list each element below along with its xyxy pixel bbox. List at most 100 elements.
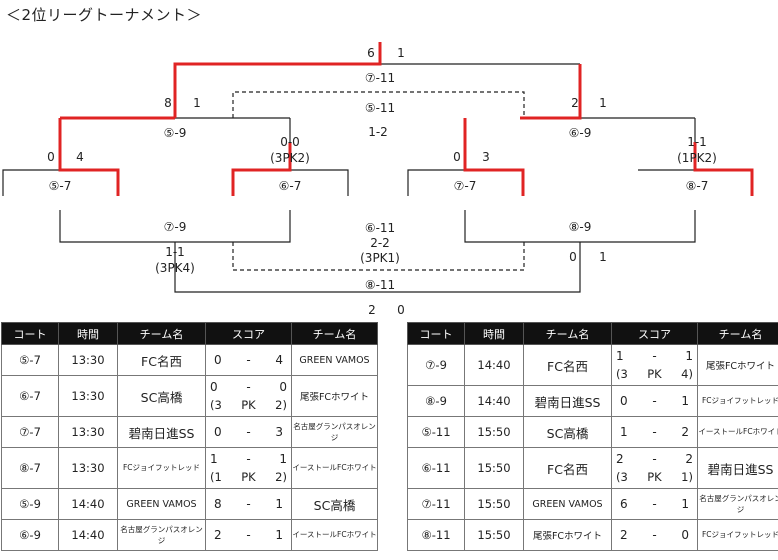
- court-cell: ⑤-7: [1, 344, 59, 376]
- score-home: 0: [214, 425, 222, 439]
- lower-right-score-left: 0: [569, 250, 577, 264]
- header-time: 時間: [464, 322, 524, 345]
- lower-right-score-right: 1: [599, 250, 607, 264]
- match-5-7-label: ⑤-7: [48, 179, 72, 193]
- pk-home-value: 3: [620, 470, 628, 484]
- lower-right-match-label: ⑧-9: [568, 220, 592, 234]
- pk-home: (3: [210, 398, 222, 412]
- score-home: 8: [214, 497, 222, 511]
- pk-home-value: 3: [214, 398, 222, 412]
- match-7-7-label: ⑦-7: [453, 179, 477, 193]
- bottom-score-left: 2: [368, 303, 376, 317]
- team2-cell: FCジョイフットレッド: [697, 519, 778, 551]
- pk-label: PK: [647, 367, 662, 381]
- score-home: 0: [620, 394, 628, 408]
- score-line: 0-4: [206, 353, 291, 367]
- team1-cell: 名古屋グランパスオレンジ: [117, 519, 206, 551]
- pk-label: PK: [241, 398, 256, 412]
- left-q2-pk: (3PK2): [270, 151, 310, 165]
- score-home: 2: [214, 528, 222, 542]
- pk-home: (1: [210, 470, 222, 484]
- header-score: スコア: [611, 322, 698, 345]
- left-q2-score: 0-0: [280, 135, 300, 149]
- time-cell: 15:50: [464, 488, 524, 520]
- court-cell: ⑧-11: [407, 519, 465, 551]
- time-cell: 14:40: [58, 488, 118, 520]
- top-match-label: ⑦-11: [364, 71, 396, 85]
- pk-away: 1): [681, 470, 693, 484]
- score-dash: -: [246, 425, 251, 439]
- right-semi-score-right: 1: [599, 96, 607, 110]
- score-dash: -: [246, 497, 251, 511]
- team2-cell: 尾張FCホワイト: [291, 375, 378, 417]
- score-home: 6: [620, 497, 628, 511]
- pk-away: 4): [681, 367, 693, 381]
- team1-cell: GREEN VAMOS: [117, 488, 206, 520]
- mid-match-upper-label: ⑤-11: [364, 101, 396, 115]
- time-cell: 14:40: [58, 519, 118, 551]
- team2-cell: イーストールFCホワイト: [291, 519, 378, 551]
- bottom-match-label: ⑧-11: [364, 278, 396, 292]
- score-dash: -: [652, 452, 657, 466]
- score-dash: -: [652, 425, 657, 439]
- time-cell: 15:50: [464, 416, 524, 448]
- score-line: 1-1: [612, 349, 697, 363]
- time-cell: 13:30: [58, 416, 118, 448]
- lower-left-match-label: ⑦-9: [163, 220, 187, 234]
- time-cell: 15:50: [464, 447, 524, 489]
- score-away: 0: [681, 528, 689, 542]
- pk-away-value: 2: [275, 398, 283, 412]
- match-8-7-label: ⑧-7: [685, 179, 709, 193]
- left-q1-score-right: 4: [76, 150, 84, 164]
- match-6-7-label: ⑥-7: [278, 179, 302, 193]
- score-cell: 1-2: [611, 416, 698, 448]
- court-cell: ⑧-7: [1, 447, 59, 489]
- score-cell: 0-4: [205, 344, 292, 376]
- team1-cell: GREEN VAMOS: [523, 488, 612, 520]
- score-line: 1-1: [206, 452, 291, 466]
- pk-away-value: 4: [681, 367, 689, 381]
- court-cell: ⑥-7: [1, 375, 59, 417]
- right-semi-score-left: 2: [571, 96, 579, 110]
- right-q1-score-left: 0: [453, 150, 461, 164]
- court-cell: ⑧-9: [407, 385, 465, 417]
- score-away: 2: [681, 425, 689, 439]
- pk-home-value: 3: [620, 367, 628, 381]
- header-team2: チーム名: [291, 322, 378, 345]
- team1-cell: 碧南日進SS: [523, 385, 612, 417]
- pk-away-value: 1: [681, 470, 689, 484]
- pk-label: PK: [647, 470, 662, 484]
- team1-cell: 碧南日進SS: [117, 416, 206, 448]
- team1-cell: FC名西: [523, 447, 612, 489]
- score-away: 1: [275, 528, 283, 542]
- score-cell: 6-1: [611, 488, 698, 520]
- time-cell: 13:30: [58, 344, 118, 376]
- time-cell: 15:50: [464, 519, 524, 551]
- mid-pk-lower: (3PK1): [360, 251, 400, 265]
- court-cell: ⑥-9: [1, 519, 59, 551]
- court-cell: ⑤-11: [407, 416, 465, 448]
- score-dash: -: [246, 380, 251, 394]
- right-q2-pk: (1PK2): [677, 151, 717, 165]
- score-away: 1: [279, 452, 287, 466]
- team1-cell: FCジョイフットレッド: [117, 447, 206, 489]
- score-line: 0-0: [206, 380, 291, 394]
- time-cell: 13:30: [58, 375, 118, 417]
- score-home: 1: [210, 452, 218, 466]
- right-semi-match-label: ⑥-9: [568, 126, 592, 140]
- pk-away-value: 2: [275, 470, 283, 484]
- score-line: 0-3: [206, 425, 291, 439]
- score-cell: 8-1: [205, 488, 292, 520]
- time-cell: 14:40: [464, 344, 524, 386]
